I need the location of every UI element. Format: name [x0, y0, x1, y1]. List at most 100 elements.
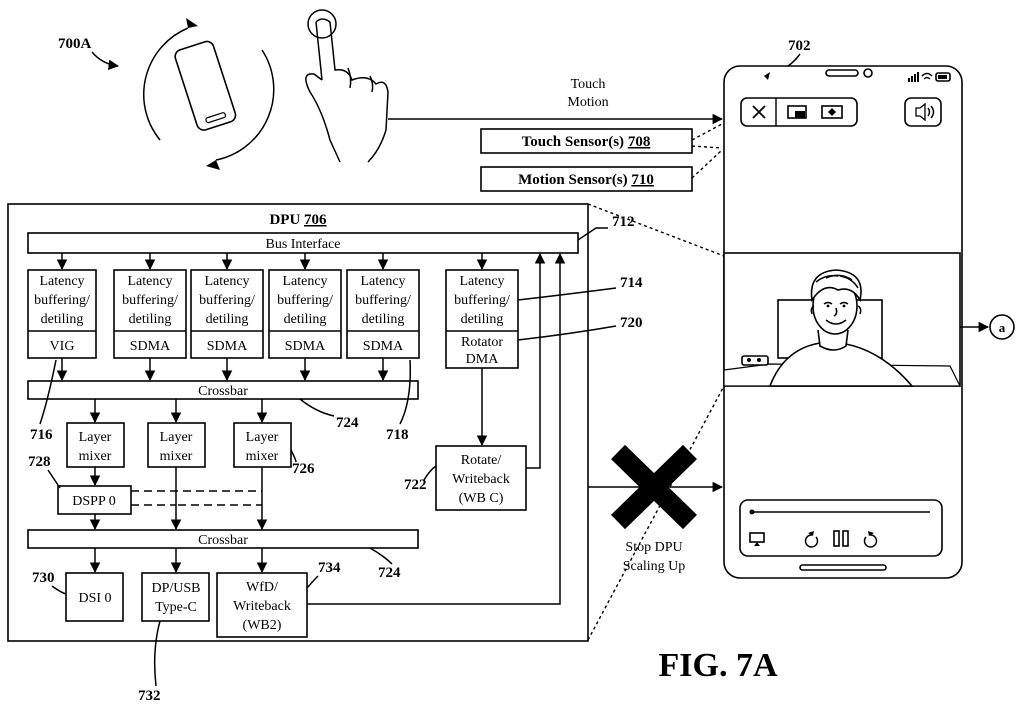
svg-text:DPU 706: DPU 706	[269, 212, 327, 228]
connector-label: a	[999, 320, 1006, 335]
ref-724-bottom: 724	[378, 565, 401, 581]
svg-text:Touch Sensor(s) 708: Touch Sensor(s) 708	[522, 134, 651, 150]
svg-text:Layer: Layer	[79, 430, 112, 445]
svg-text:DMA: DMA	[466, 352, 500, 367]
video-frame	[724, 253, 960, 386]
rotator-block: Latency buffering/ detiling Rotator DMA	[446, 270, 518, 368]
touch-sensor-label: Touch Sensor(s)	[522, 134, 628, 150]
svg-text:buffering/: buffering/	[199, 293, 255, 308]
dpu-ref: 706	[304, 212, 327, 228]
svg-text:mixer: mixer	[246, 449, 279, 464]
svg-text:detiling: detiling	[284, 312, 327, 327]
screen-mirror-icon[interactable]	[822, 106, 842, 118]
dsi-label: DSI 0	[78, 591, 111, 606]
svg-text:Type-C: Type-C	[155, 600, 197, 615]
pip-icon[interactable]	[788, 106, 806, 118]
svg-text:(WB2): (WB2)	[243, 618, 282, 633]
svg-text:mixer: mixer	[160, 449, 193, 464]
svg-text:mixer: mixer	[79, 449, 112, 464]
ref-730: 730	[32, 570, 55, 586]
latency-unit-3: SDMA	[285, 339, 326, 354]
svg-text:detiling: detiling	[41, 312, 84, 327]
ref-720: 720	[620, 315, 643, 331]
layer-mixer-0: Layer mixer	[67, 423, 124, 467]
ref-732: 732	[138, 688, 161, 704]
ref-724-top: 724	[336, 415, 359, 431]
phone-icon	[173, 40, 237, 132]
svg-text:detiling: detiling	[461, 312, 504, 327]
latency-block-1: Latency buffering/ detiling SDMA	[114, 270, 186, 358]
latency-unit-0: VIG	[50, 339, 75, 354]
ref-734: 734	[318, 560, 341, 576]
sensor-dotted-leaders	[692, 124, 722, 178]
ref-726: 726	[292, 461, 315, 477]
rotate-writeback-box: Rotate/ Writeback (WB C)	[436, 446, 526, 510]
crossbar-bottom-label: Crossbar	[198, 533, 248, 548]
leader-702	[788, 54, 800, 66]
svg-text:Writeback: Writeback	[233, 599, 291, 614]
svg-text:buffering/: buffering/	[277, 293, 333, 308]
front-camera	[864, 69, 872, 77]
phone-device	[724, 66, 962, 578]
ref-702: 702	[788, 38, 811, 54]
ref-718: 718	[386, 427, 409, 443]
latency-unit-4: SDMA	[363, 339, 404, 354]
motion-label: Motion	[567, 95, 608, 110]
bus-interface-label: Bus Interface	[265, 237, 340, 252]
latency-block-2: Latency buffering/ detiling SDMA	[191, 270, 263, 358]
layer-mixer-2: Layer mixer	[234, 423, 291, 467]
svg-text:(WB C): (WB C)	[459, 491, 504, 506]
latency-block-4: Latency buffering/ detiling SDMA	[347, 270, 419, 358]
motion-sensor-box: Motion Sensor(s) 710	[481, 167, 692, 191]
ref-722: 722	[404, 477, 427, 493]
ref-712: 712	[612, 214, 635, 230]
svg-text:Writeback: Writeback	[452, 472, 510, 487]
svg-text:Rotate/: Rotate/	[461, 453, 502, 468]
svg-text:detiling: detiling	[129, 312, 172, 327]
svg-text:DP/USB: DP/USB	[151, 581, 200, 596]
ref-700a: 700A	[58, 36, 92, 52]
motion-sensor-label: Motion Sensor(s)	[518, 172, 631, 188]
leader-700a	[92, 52, 118, 66]
touch-sensor-box: Touch Sensor(s) 708	[481, 129, 692, 153]
motion-sensor-ref: 710	[631, 172, 654, 188]
speaker-slot	[826, 70, 858, 76]
svg-text:buffering/: buffering/	[454, 293, 510, 308]
latency-unit-2: SDMA	[207, 339, 248, 354]
latency-unit-1: SDMA	[130, 339, 171, 354]
svg-text:Latency: Latency	[39, 274, 84, 289]
svg-text:Motion Sensor(s) 710: Motion Sensor(s) 710	[518, 172, 654, 188]
svg-text:Layer: Layer	[246, 430, 279, 445]
ref-728: 728	[28, 454, 51, 470]
dpu-dotted-leaders	[588, 204, 724, 640]
svg-text:buffering/: buffering/	[34, 293, 90, 308]
touch-label: Touch	[571, 77, 606, 92]
layer-mixer-1: Layer mixer	[148, 423, 205, 467]
dpu-title: DPU	[269, 212, 304, 228]
svg-text:buffering/: buffering/	[122, 293, 178, 308]
svg-text:detiling: detiling	[362, 312, 405, 327]
svg-text:WfD/: WfD/	[246, 580, 278, 595]
svg-text:Latency: Latency	[127, 274, 172, 289]
progress-knob[interactable]	[750, 510, 755, 515]
touch-sensor-ref: 708	[628, 134, 651, 150]
media-controls-panel[interactable]	[740, 500, 942, 556]
ref-716: 716	[30, 427, 53, 443]
svg-text:buffering/: buffering/	[355, 293, 411, 308]
svg-text:Latency: Latency	[282, 274, 327, 289]
crossbar-top-label: Crossbar	[198, 384, 248, 399]
stop-label-line2: Scaling Up	[623, 559, 686, 574]
ref-714: 714	[620, 275, 643, 291]
latency-block-3: Latency buffering/ detiling SDMA	[269, 270, 341, 358]
svg-text:Latency: Latency	[360, 274, 405, 289]
svg-text:Latency: Latency	[459, 274, 504, 289]
stop-label-line1: Stop DPU	[625, 540, 682, 555]
home-indicator	[800, 565, 886, 570]
svg-text:Rotator: Rotator	[461, 335, 503, 350]
latency-block-0: Latency buffering/ detiling VIG	[28, 270, 96, 358]
touch-hand-icon	[306, 10, 388, 162]
dp-usb-box: DP/USB Type-C	[142, 573, 209, 621]
svg-text:Latency: Latency	[204, 274, 249, 289]
svg-text:Layer: Layer	[160, 430, 193, 445]
